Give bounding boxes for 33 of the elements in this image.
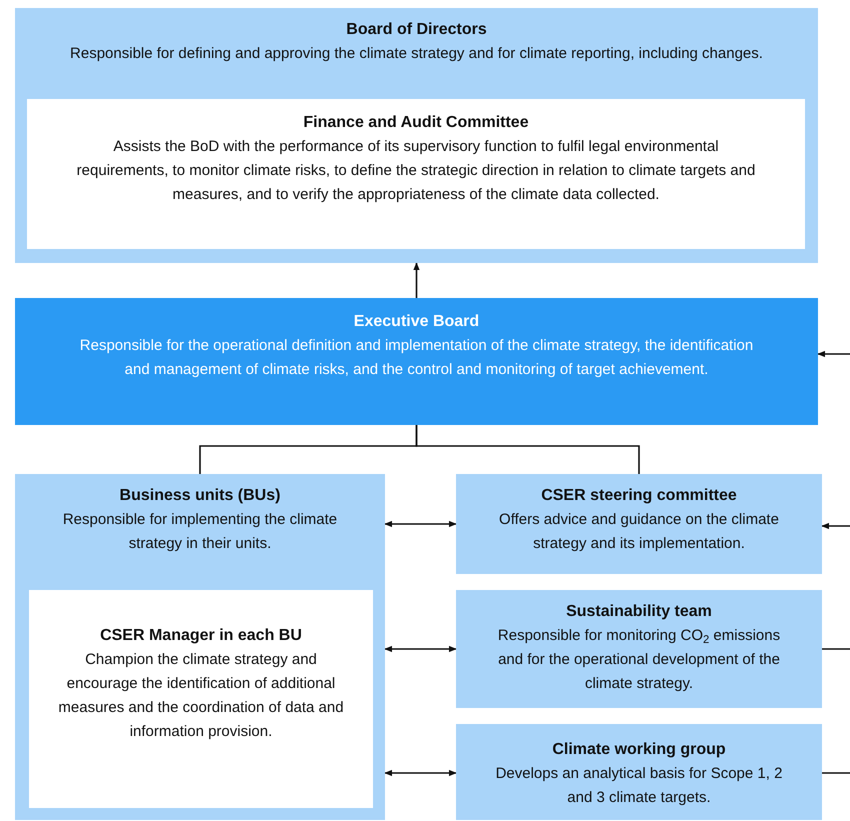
org-box: [456, 590, 822, 708]
box-description: Responsible for defining and approving the climate strategy and for climate reporting, including changes.: [69, 44, 764, 64]
arrow: [821, 522, 850, 530]
org-box: [15, 298, 818, 425]
box-description: Develops an analytical basis for Scope 1, 2 and 3 climate targets.: [494, 764, 784, 808]
org-box: [456, 724, 822, 820]
box-heading: Business units (BUs): [118, 486, 282, 506]
connector-line: [822, 772, 850, 774]
box-description: Assists the BoD with the performance of its supervisory function to fulfil legal environmental requirements, to monitor climate risks, to define the strategic direction in relation to climate targets and measures, and to verify the appropriateness of the climate data collected.: [76, 137, 756, 205]
committee-card: [29, 590, 373, 808]
connector-line: [822, 648, 850, 650]
box-heading: Finance and Audit Committee: [302, 113, 530, 133]
box-heading: Sustainability team: [565, 602, 713, 622]
box-heading: Executive Board: [352, 312, 480, 332]
box-heading: CSER steering committee: [540, 486, 738, 506]
org-box: [456, 474, 822, 574]
arrow: [413, 262, 420, 298]
arrow: [817, 350, 850, 358]
box-description: Responsible for the operational definition and implementation of the climate strategy, the identification and management of climate risks, and the control and monitoring of target achievement.: [78, 336, 754, 380]
box-description: Champion the climate strategy and encourage the identification of additional measures and the coordination of data and information provision.: [57, 650, 345, 742]
connector-line: [416, 425, 640, 474]
org-box: [15, 8, 818, 263]
box-description: Responsible for monitoring CO$_{2}$ emissions and for the operational development of the climate strategy.: [496, 626, 782, 694]
box-heading: Board of Directors: [345, 20, 488, 40]
org-box: [15, 474, 385, 820]
arrow: [384, 646, 457, 652]
arrow: [384, 520, 457, 528]
box-heading: Climate working group: [551, 740, 727, 760]
committee-card: [27, 99, 805, 249]
box-description: Responsible for implementing the climate strategy in their units.: [62, 510, 338, 554]
box-heading: CSER Manager in each BU: [99, 626, 303, 646]
box-description: Offers advice and guidance on the climate strategy and its implementation.: [498, 510, 780, 554]
arrow: [384, 770, 457, 776]
